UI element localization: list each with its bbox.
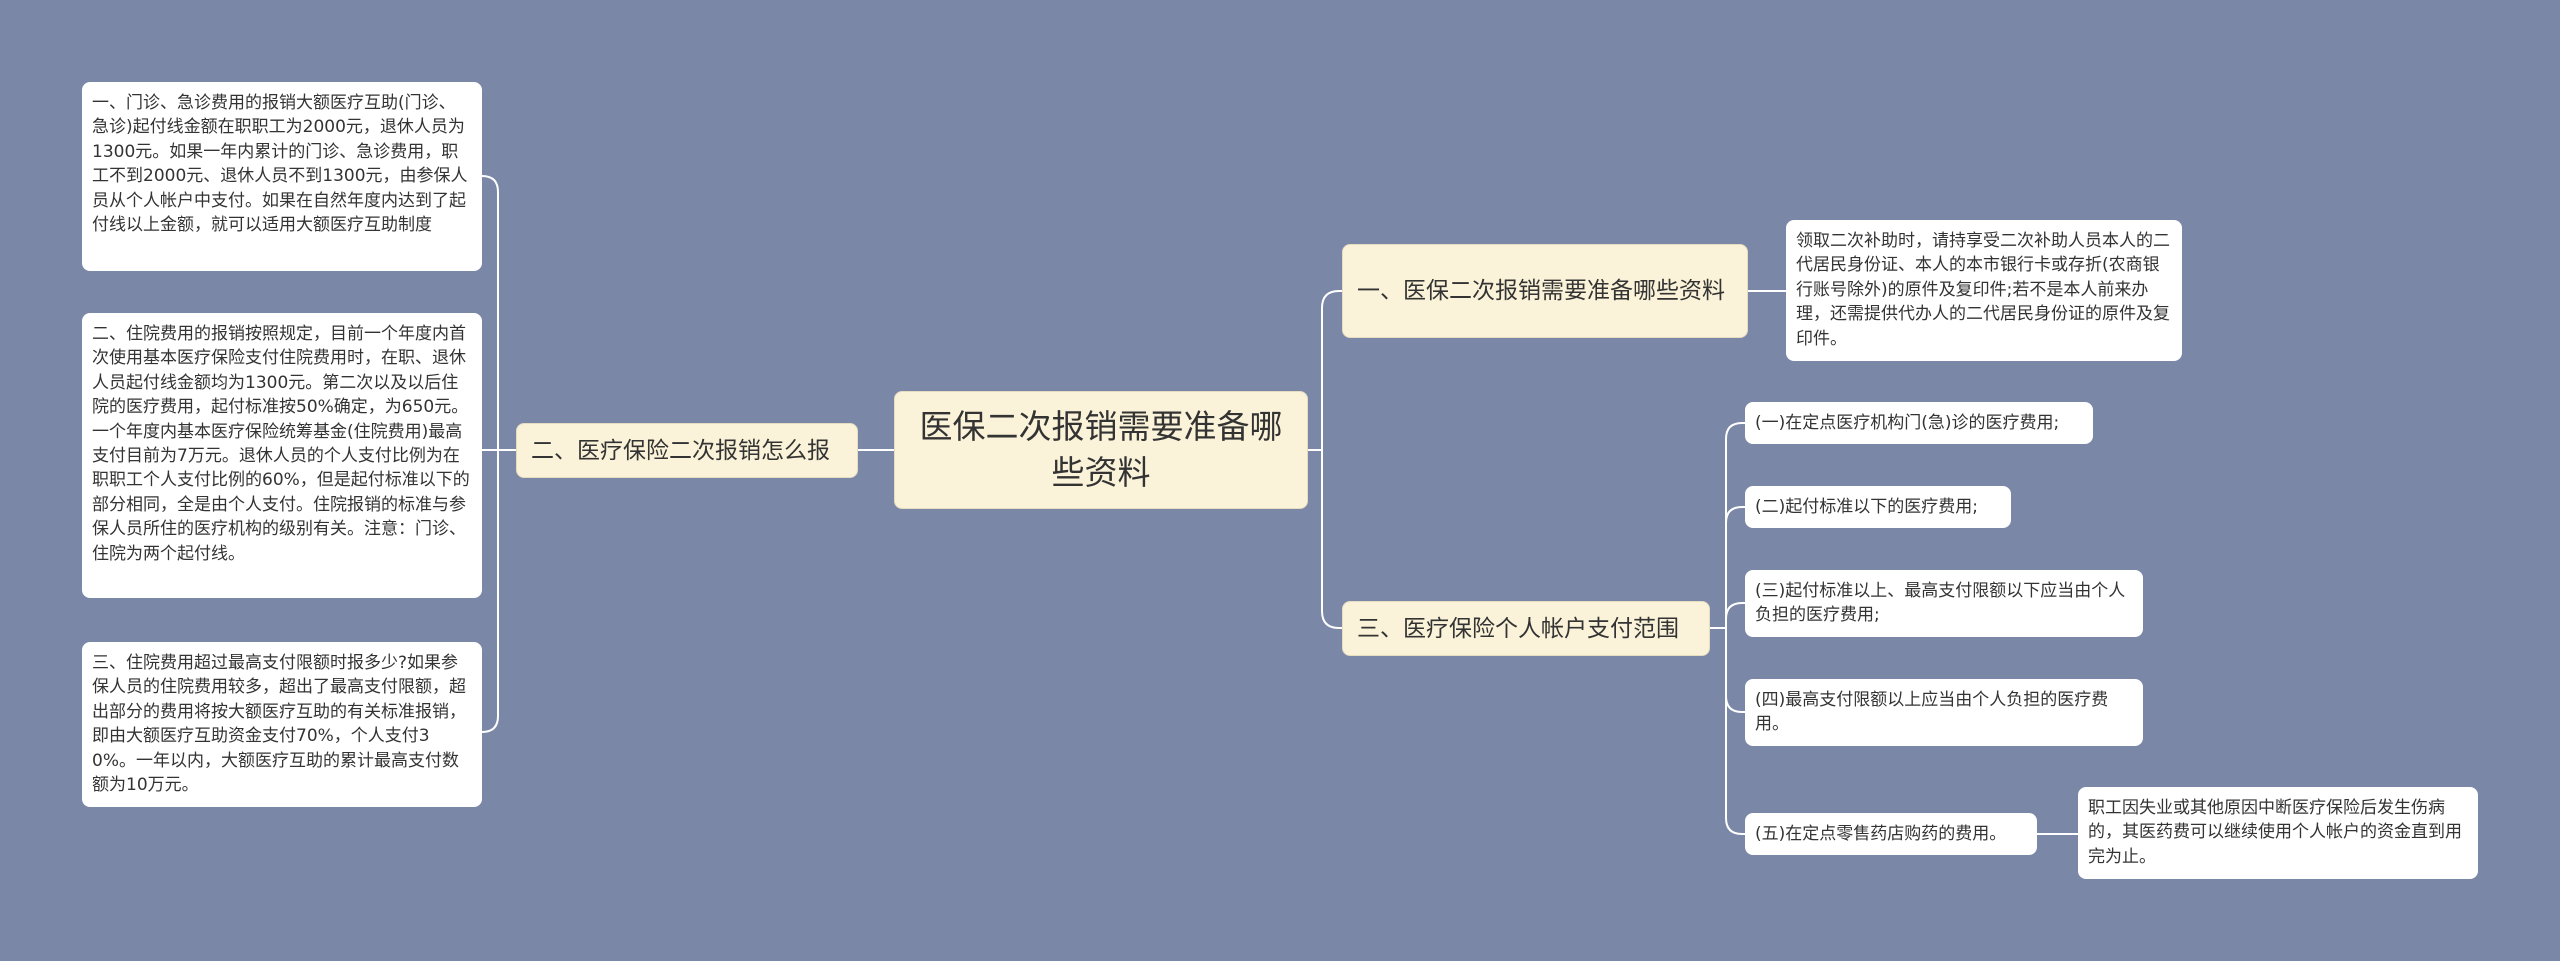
leaf-required-documents-detail-text: 领取二次补助时，请持享受二次补助人员本人的二代居民身份证、本人的本市银行卡或存折… <box>1796 231 2170 349</box>
leaf-scope-item-5[interactable]: (五)在定点零售药店购药的费用。 <box>1745 813 2037 855</box>
branch-how-to-claim-label: 二、医疗保险二次报销怎么报 <box>531 437 830 464</box>
leaf-scope-item-5-detail[interactable]: 职工因失业或其他原因中断医疗保险后发生伤病的，其医药费可以继续使用个人帐户的资金… <box>2078 787 2478 879</box>
connector-b3-item1 <box>1710 422 1745 629</box>
connector-b2-leaf1 <box>481 175 516 451</box>
root-topic-label: 医保二次报销需要准备哪些资料 <box>919 407 1283 492</box>
leaf-scope-item-3-text: (三)起付标准以上、最高支付限额以下应当由个人负担的医疗费用; <box>1755 581 2126 626</box>
leaf-inpatient-expenses-text: 二、住院费用的报销按照规定，目前一个年度内首次使用基本医疗保险支付住院费用时，在… <box>92 324 470 564</box>
leaf-over-limit-expenses[interactable]: 三、住院费用超过最高支付限额时报多少?如果参保人员的住院费用较多，超出了最高支付… <box>82 642 482 807</box>
connector-b3-item3 <box>1710 602 1745 629</box>
leaf-scope-item-3[interactable]: (三)起付标准以上、最高支付限额以下应当由个人负担的医疗费用; <box>1745 570 2143 637</box>
branch-personal-account-scope[interactable]: 三、医疗保险个人帐户支付范围 <box>1342 601 1710 656</box>
leaf-outpatient-expenses-text: 一、门诊、急诊费用的报销大额医疗互助(门诊、急诊)起付线金额在职职工为2000元… <box>92 93 468 236</box>
connector-b3-item2 <box>1710 506 1745 629</box>
branch-personal-account-scope-label: 三、医疗保险个人帐户支付范围 <box>1357 615 1679 642</box>
leaf-over-limit-expenses-text: 三、住院费用超过最高支付限额时报多少?如果参保人员的住院费用较多，超出了最高支付… <box>92 653 466 796</box>
leaf-scope-item-2[interactable]: (二)起付标准以下的医疗费用; <box>1745 486 2011 528</box>
connector-root-b3 <box>1308 449 1342 629</box>
branch-required-documents-label: 一、医保二次报销需要准备哪些资料 <box>1357 278 1725 304</box>
leaf-scope-item-4[interactable]: (四)最高支付限额以上应当由个人负担的医疗费用。 <box>1745 679 2143 746</box>
leaf-required-documents-detail[interactable]: 领取二次补助时，请持享受二次补助人员本人的二代居民身份证、本人的本市银行卡或存折… <box>1786 220 2182 361</box>
root-topic[interactable]: 医保二次报销需要准备哪些资料 <box>894 391 1308 509</box>
branch-how-to-claim[interactable]: 二、医疗保险二次报销怎么报 <box>516 423 858 478</box>
leaf-scope-item-5-detail-text: 职工因失业或其他原因中断医疗保险后发生伤病的，其医药费可以继续使用个人帐户的资金… <box>2088 798 2462 867</box>
branch-required-documents[interactable]: 一、医保二次报销需要准备哪些资料 <box>1342 244 1748 338</box>
connector-b3-item4 <box>1710 627 1745 713</box>
leaf-scope-item-1[interactable]: (一)在定点医疗机构门(急)诊的医疗费用; <box>1745 402 2093 444</box>
leaf-scope-item-4-text: (四)最高支付限额以上应当由个人负担的医疗费用。 <box>1755 690 2109 735</box>
leaf-outpatient-expenses[interactable]: 一、门诊、急诊费用的报销大额医疗互助(门诊、急诊)起付线金额在职职工为2000元… <box>82 82 482 271</box>
leaf-scope-item-1-text: (一)在定点医疗机构门(急)诊的医疗费用; <box>1755 412 2060 433</box>
connector-root-b1 <box>1308 290 1342 451</box>
connector-b2-leaf3 <box>481 449 516 733</box>
leaf-scope-item-5-text: (五)在定点零售药店购药的费用。 <box>1755 823 2007 844</box>
connector-b3-item5 <box>1710 627 1745 835</box>
leaf-inpatient-expenses[interactable]: 二、住院费用的报销按照规定，目前一个年度内首次使用基本医疗保险支付住院费用时，在… <box>82 313 482 598</box>
leaf-scope-item-2-text: (二)起付标准以下的医疗费用; <box>1755 496 1978 517</box>
